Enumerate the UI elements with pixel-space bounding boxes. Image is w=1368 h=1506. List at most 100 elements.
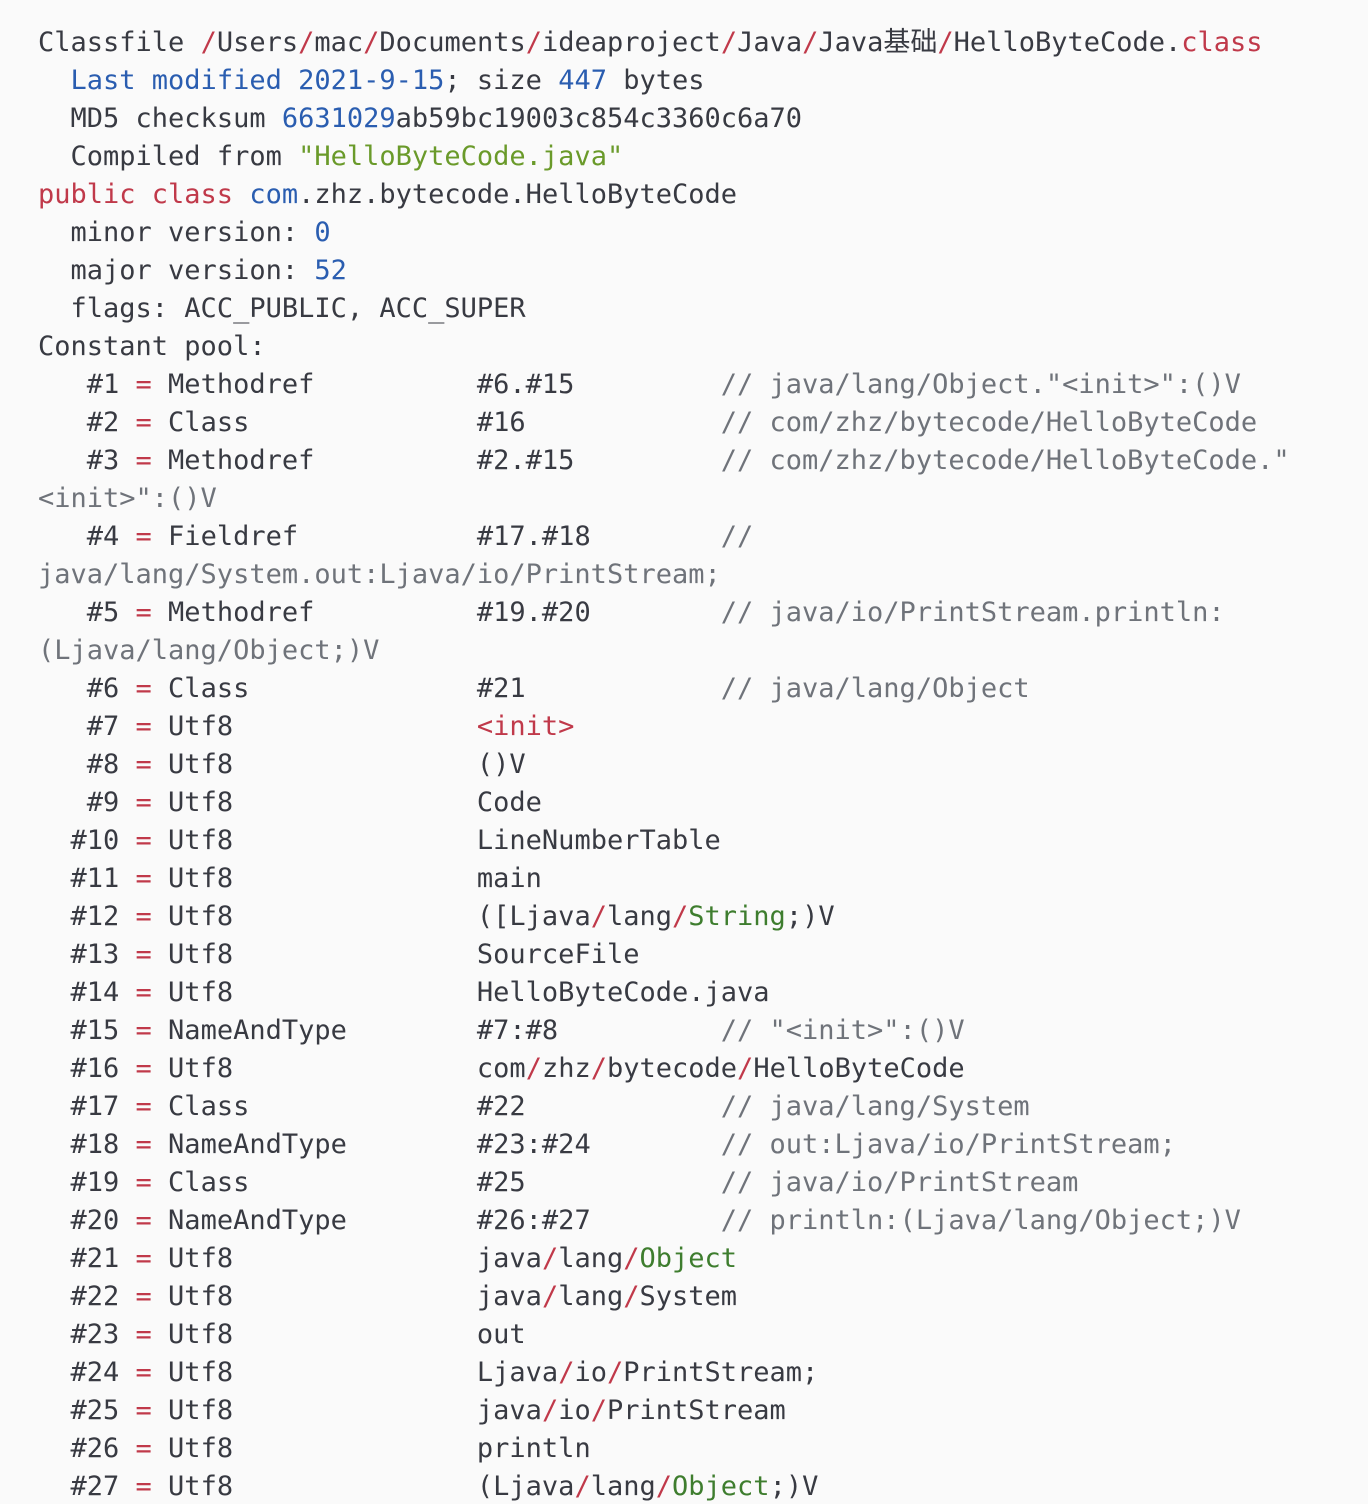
entry-value-part: com — [476, 1053, 526, 1084]
entry-comment-wrap: (Ljava/lang/Object;)V — [38, 632, 1368, 670]
equals-sign: = — [119, 939, 152, 970]
constant-pool-entry: #1 = Methodref #6.#15 // java/lang/Objec… — [38, 366, 1368, 404]
equals-sign: = — [119, 1433, 152, 1464]
last-modified-line: Last modified 2021-9-15; size 447 bytes — [38, 62, 1368, 100]
path-separator: / — [590, 901, 607, 932]
entry-index: #3 — [38, 445, 120, 476]
entry-comment-continued: (Ljava/lang/Object;)V — [38, 635, 380, 666]
entry-type: Utf8 — [151, 1471, 477, 1502]
constant-pool-list: #1 = Methodref #6.#15 // java/lang/Objec… — [38, 366, 1368, 1506]
entry-type: Methodref — [151, 445, 477, 476]
md5-prefix: 6631029 — [281, 103, 396, 134]
entry-type: Utf8 — [151, 1243, 477, 1274]
compiled-from-line: Compiled from "HelloByteCode.java" — [38, 138, 1368, 176]
entry-type: Utf8 — [151, 749, 477, 780]
equals-sign: = — [119, 1471, 152, 1502]
equals-sign: = — [119, 1243, 152, 1274]
entry-type: NameAndType — [151, 1129, 477, 1160]
path-separator: / — [298, 27, 315, 58]
entry-value: <init> — [476, 711, 575, 742]
path-separator: / — [606, 1357, 624, 1388]
constant-pool-entry: #13 = Utf8 SourceFile — [38, 936, 1368, 974]
path-separator: / — [200, 27, 217, 58]
path-separator: / — [541, 1281, 559, 1312]
path-segment: Documents — [379, 27, 526, 58]
entry-value: #26:#27 — [476, 1205, 721, 1236]
major-version-line: major version: 52 — [38, 252, 1368, 290]
equals-sign: = — [119, 597, 152, 628]
constant-pool-entry: #7 = Utf8 <init> — [38, 708, 1368, 746]
entry-index: #8 — [38, 749, 120, 780]
path-segment: HelloByteCode. — [953, 27, 1182, 58]
entry-comment: // java/lang/Object — [720, 673, 1030, 704]
entry-value-part: bytecode — [607, 1053, 738, 1084]
path-separator: / — [672, 901, 689, 932]
entry-index: #18 — [38, 1129, 120, 1160]
classfile-label: Classfile — [38, 27, 201, 58]
flags-line: flags: ACC_PUBLIC, ACC_SUPER — [38, 290, 1368, 328]
constant-pool-entry: #21 = Utf8 java/lang/Object — [38, 1240, 1368, 1278]
entry-value-part: Object — [639, 1243, 738, 1274]
minor-version-line: minor version: 0 — [38, 214, 1368, 252]
equals-sign: = — [119, 1357, 152, 1388]
entry-value: #22 — [476, 1091, 721, 1122]
path-separator: / — [590, 1053, 607, 1084]
constant-pool-heading: Constant pool: — [38, 328, 1368, 366]
indent — [38, 103, 71, 134]
entry-value: SourceFile — [476, 939, 640, 970]
entry-index: #19 — [38, 1167, 120, 1198]
flags-text: flags: ACC_PUBLIC, ACC_SUPER — [70, 293, 526, 324]
entry-value-part: PrintStream; — [623, 1357, 819, 1388]
entry-value-part: ;)V — [785, 901, 835, 932]
size-value: 447 — [558, 65, 607, 96]
entry-index: #27 — [38, 1471, 120, 1502]
entry-type: Utf8 — [151, 1395, 477, 1426]
entry-value-part: java — [476, 1243, 542, 1274]
entry-value: #6.#15 — [476, 369, 721, 400]
equals-sign: = — [119, 1129, 152, 1160]
path-segment: Java基础 — [818, 27, 938, 58]
path-separator: / — [363, 27, 380, 58]
entry-type: Fieldref — [151, 521, 477, 552]
constant-pool-entry: #16 = Utf8 com/zhz/bytecode/HelloByteCod… — [38, 1050, 1368, 1088]
constant-pool-entry: #15 = NameAndType #7:#8 // "<init>":()V — [38, 1012, 1368, 1050]
package-root: com — [249, 179, 299, 210]
entry-value: HelloByteCode.java — [476, 977, 770, 1008]
indent — [38, 217, 71, 248]
md5-label: MD5 checksum — [70, 103, 282, 134]
path-separator: / — [623, 1243, 640, 1274]
entry-type: Utf8 — [151, 863, 477, 894]
entry-index: #14 — [38, 977, 120, 1008]
entry-value: #2.#15 — [476, 445, 721, 476]
entry-index: #1 — [38, 369, 120, 400]
entry-type: Utf8 — [151, 939, 477, 970]
entry-index: #25 — [38, 1395, 120, 1426]
entry-index: #16 — [38, 1053, 120, 1084]
path-separator: / — [937, 27, 954, 58]
entry-value: #19.#20 — [476, 597, 721, 628]
constant-pool-entry: #12 = Utf8 ([Ljava/lang/String;)V — [38, 898, 1368, 936]
entry-comment: // java/io/PrintStream.println: — [720, 597, 1225, 628]
entry-value-part: ([Ljava — [476, 901, 591, 932]
entry-value: ()V — [476, 749, 526, 780]
entry-index: #12 — [38, 901, 120, 932]
equals-sign: = — [119, 977, 152, 1008]
path-segment: mac — [314, 27, 364, 58]
entry-index: #4 — [38, 521, 120, 552]
entry-type: Utf8 — [151, 1357, 477, 1388]
constant-pool-entry: #14 = Utf8 HelloByteCode.java — [38, 974, 1368, 1012]
entry-index: #24 — [38, 1357, 120, 1388]
entry-value-part: io — [574, 1357, 607, 1388]
constant-pool-entry: #8 = Utf8 ()V — [38, 746, 1368, 784]
equals-sign: = — [119, 445, 152, 476]
equals-sign: = — [119, 749, 152, 780]
entry-value: #23:#24 — [476, 1129, 721, 1160]
entry-index: #15 — [38, 1015, 120, 1046]
entry-value-part: String — [688, 901, 786, 932]
path-separator: / — [737, 1053, 754, 1084]
constant-pool-entry: #18 = NameAndType #23:#24 // out:Ljava/i… — [38, 1126, 1368, 1164]
equals-sign: = — [119, 787, 152, 818]
entry-value-part: io — [558, 1395, 591, 1426]
constant-pool-entry: #23 = Utf8 out — [38, 1316, 1368, 1354]
entry-value: out — [476, 1319, 526, 1350]
